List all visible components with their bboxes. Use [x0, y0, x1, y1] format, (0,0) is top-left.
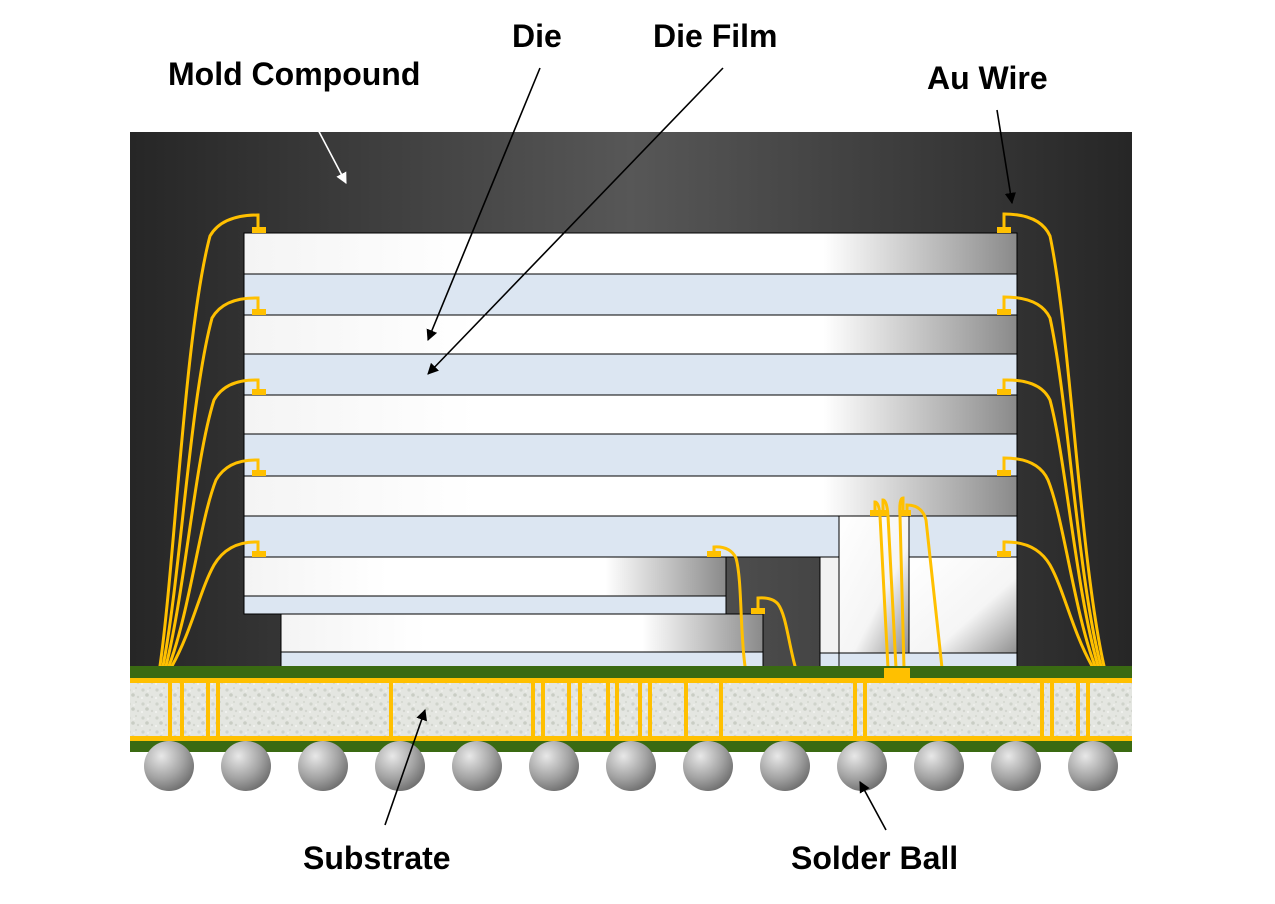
die-film [243, 273, 1018, 316]
solder-ball [1068, 741, 1118, 791]
solder-ball [760, 741, 810, 791]
die-film [819, 652, 840, 668]
die [908, 556, 1018, 654]
die [280, 613, 764, 653]
mold-compound-label: Mold Compound [168, 56, 421, 92]
die [243, 232, 1018, 275]
solder-ball [914, 741, 964, 791]
solder-ball [375, 741, 425, 791]
au-wire-label: Au Wire [927, 60, 1048, 96]
solder-ball-label: Solder Ball [791, 840, 959, 876]
die [243, 556, 727, 597]
solder-ball [221, 741, 271, 791]
solder-balls [144, 741, 1118, 791]
callout-arrows [304, 67, 1016, 831]
die-film-label: Die Film [653, 18, 778, 54]
die-film [243, 433, 1018, 477]
solder-ball [606, 741, 656, 791]
die [243, 314, 1018, 355]
substrate-arrow [384, 708, 427, 826]
solder-ball [529, 741, 579, 791]
solder-ball [991, 741, 1041, 791]
die-film [243, 353, 1018, 396]
solder-ball-arrow [859, 781, 887, 831]
die-stack [243, 232, 1018, 668]
die-film [838, 652, 1018, 668]
solder-ball [683, 741, 733, 791]
die-film [243, 515, 840, 558]
mold-compound-arrow [304, 104, 347, 184]
substrate-label: Substrate [303, 840, 451, 876]
solder-ball [452, 741, 502, 791]
controller-die [838, 515, 910, 654]
die-film-arrow [427, 67, 724, 375]
die [243, 394, 1018, 435]
die-arrow [426, 67, 541, 342]
bond-pads [252, 227, 1011, 614]
solder-ball [144, 741, 194, 791]
solder-ball [837, 741, 887, 791]
au-wire-arrow [996, 109, 1016, 205]
spacer-block [819, 556, 840, 654]
die-film [243, 595, 727, 615]
substrate [130, 666, 1132, 752]
die-label: Die [512, 18, 562, 54]
solder-ball [298, 741, 348, 791]
die-film [280, 651, 764, 668]
